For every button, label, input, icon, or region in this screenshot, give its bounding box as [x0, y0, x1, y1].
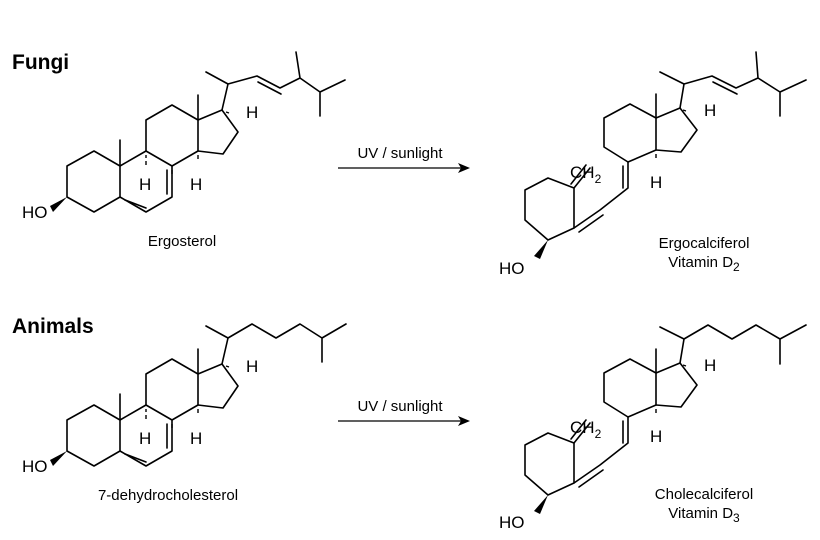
h-label-c17: H [704, 101, 716, 120]
cholecalciferol-structure: CH2 HO H H [499, 324, 807, 532]
methylene-bond [570, 164, 591, 189]
vitamin-d3-name: Vitamin D3 [668, 505, 740, 525]
stereo-hashes [145, 365, 230, 428]
arrowhead-fungi [458, 163, 470, 173]
side-chain-double-bond [257, 81, 282, 95]
ring-d [655, 107, 698, 153]
ring-d [655, 362, 698, 408]
ring-b-double-bond-5-6 [124, 453, 147, 463]
ring-c [145, 104, 199, 167]
methylene-bond [570, 419, 591, 444]
triene-link [573, 161, 629, 233]
h-label-c17: H [246, 103, 258, 122]
vitamin-d2-name: Vitamin D2 [668, 254, 740, 274]
triene-link [573, 416, 629, 488]
hydroxyl-wedge [50, 197, 67, 212]
ergocalciferol-structure: CH2 HO H H [499, 51, 807, 278]
h-label-c9: H [139, 429, 151, 448]
ring-d [197, 363, 239, 409]
stereo-hashes [655, 109, 687, 158]
dehydrocholesterol-name: 7-dehydrocholesterol [98, 487, 238, 504]
hydroxyl-label: HO [499, 513, 525, 532]
hydroxyl-wedge [534, 495, 548, 514]
side-chain-double-bond [712, 81, 738, 95]
ergocalciferol-name: Ergocalciferol [659, 235, 750, 252]
h-label-c9: H [139, 175, 151, 194]
hydroxyl-label: HO [22, 457, 48, 476]
ring-b [119, 150, 173, 213]
arrow-label-animals: UV / sunlight [357, 398, 443, 415]
h-label-c14: H [650, 173, 662, 192]
ring-a-open [524, 177, 575, 241]
side-chain [659, 51, 807, 117]
ring-a-open [524, 432, 575, 496]
section-title-fungi: Fungi [12, 51, 69, 74]
hydroxyl-wedge [50, 451, 67, 466]
ring-b-double-bond-5-6 [124, 199, 147, 209]
stereo-hashes [145, 111, 230, 174]
ring-d [197, 109, 239, 155]
dehydrocholesterol-structure: HO H H H [22, 323, 347, 476]
ring-a [66, 404, 121, 467]
arrowhead-animals [458, 416, 470, 426]
methylene-label: CH2 [570, 163, 602, 186]
side-chain [205, 51, 346, 117]
ring-b [119, 404, 173, 467]
methylene-label: CH2 [570, 418, 602, 441]
section-title-animals: Animals [12, 315, 94, 338]
hydroxyl-wedge [534, 240, 548, 259]
arrow-label-fungi: UV / sunlight [357, 145, 443, 162]
ring-c [603, 358, 657, 418]
side-chain [659, 324, 807, 365]
ergosterol-structure: HO H H H [22, 51, 346, 222]
h-label-c14: H [190, 175, 202, 194]
hydroxyl-label: HO [499, 259, 525, 278]
side-chain [205, 323, 347, 365]
ring-a [66, 150, 121, 213]
h-label-c14: H [650, 427, 662, 446]
cholecalciferol-name: Cholecalciferol [655, 486, 753, 503]
hydroxyl-label: HO [22, 203, 48, 222]
h-label-c14: H [190, 429, 202, 448]
h-label-c17: H [246, 357, 258, 376]
ring-c [603, 103, 657, 163]
h-label-c17: H [704, 356, 716, 375]
stereo-hashes [655, 364, 687, 413]
ring-c [145, 358, 199, 421]
ergosterol-name: Ergosterol [148, 233, 216, 250]
